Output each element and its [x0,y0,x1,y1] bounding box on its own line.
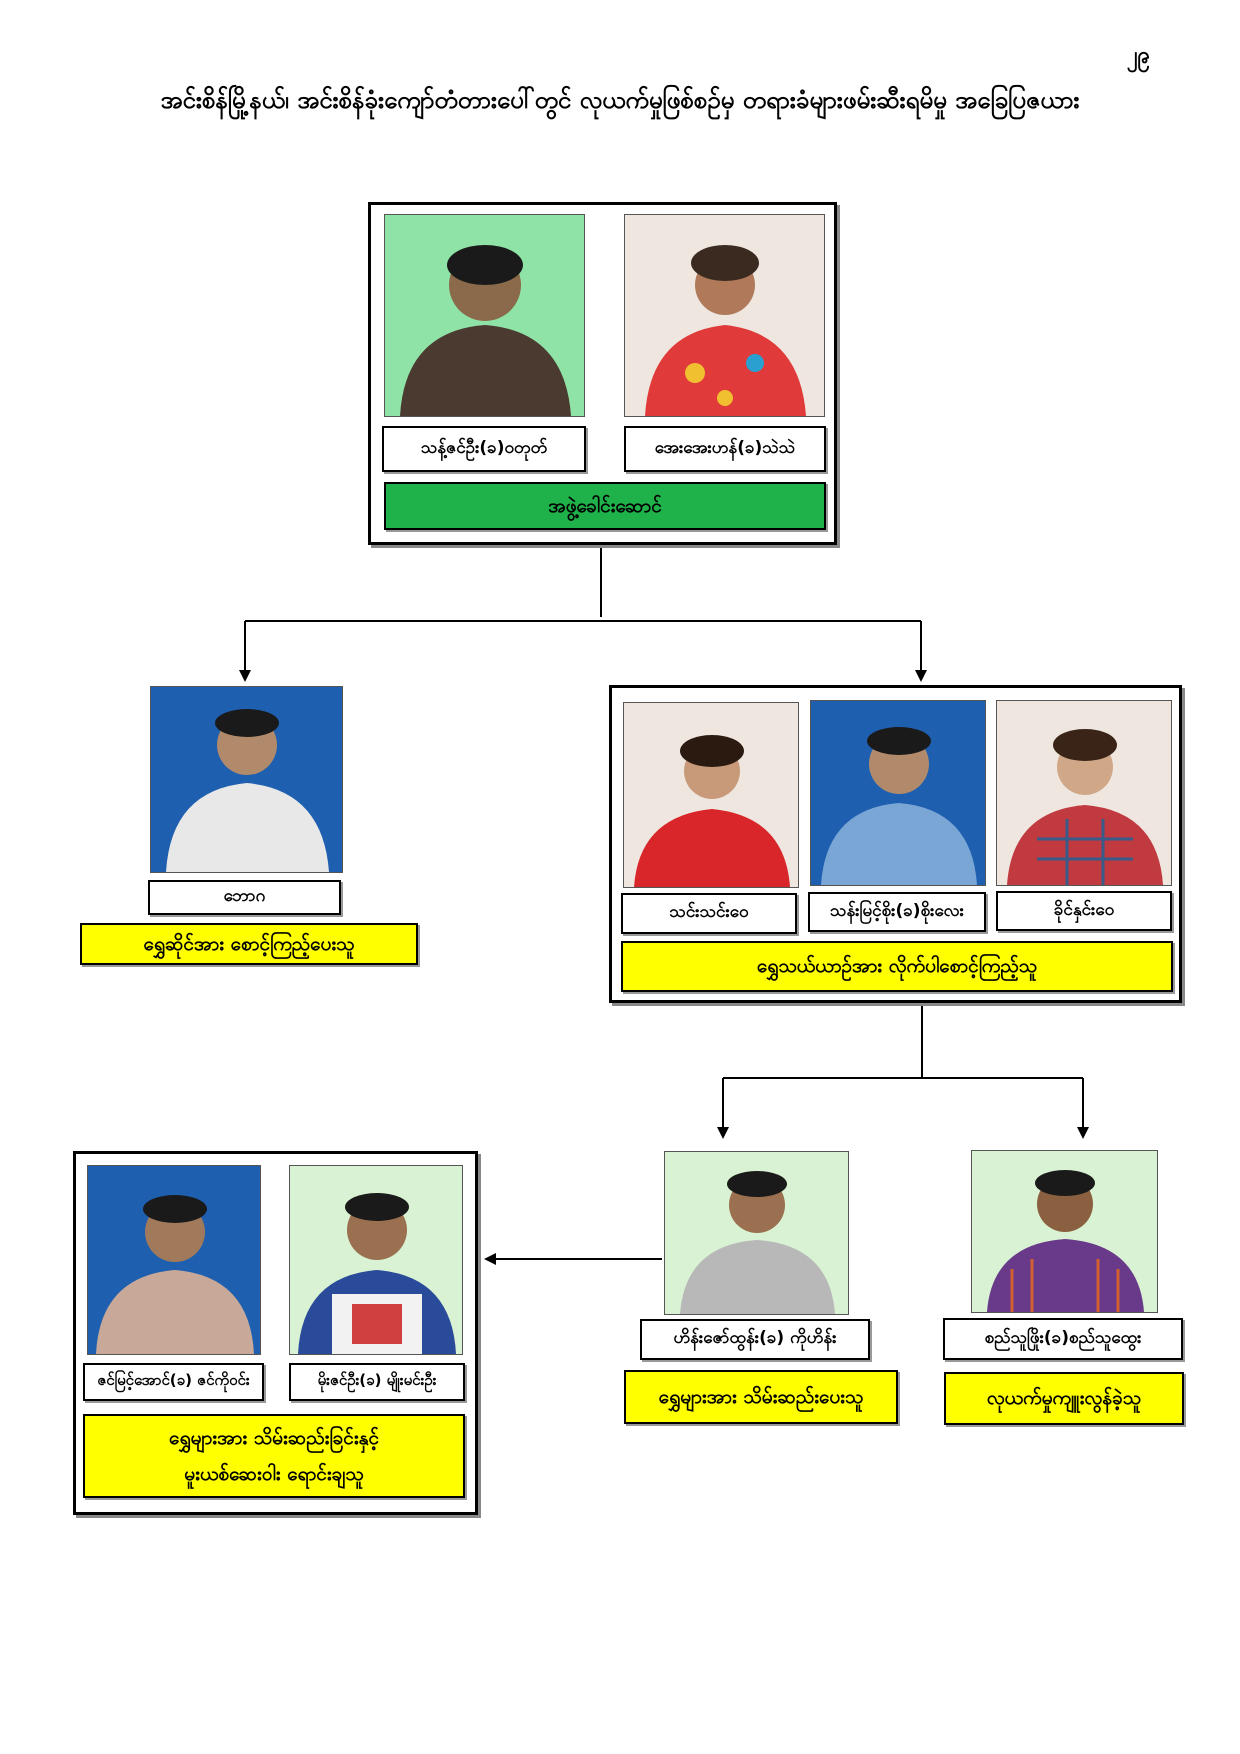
page-number: ၂၉ [1126,43,1150,68]
person-silhouette-icon [821,727,977,885]
keeper-name: ဟိန်းဇော်ထွန်း(ခ) ကိုဟိန်း [640,1319,870,1360]
watch-member-1-name: သင်းသင်းဝေ [621,893,797,934]
person-silhouette-icon [645,245,806,416]
person-silhouette-icon [680,1171,835,1314]
person-silhouette-icon [1007,729,1163,885]
person-silhouette-icon [166,709,329,872]
leader-1-photo [384,214,585,417]
person-silhouette-icon [298,1193,456,1354]
watch-member-2-photo [810,700,986,886]
leader-1-name: သန့်ဇင်ဦး(ခ)ဝတုတ် [382,426,586,472]
robber-role-label: လုယက်မှုကျူးလွန်ခဲ့သူ [944,1372,1184,1425]
watch-group-role-label: ရွှေသယ်ယာဉ်အား လိုက်ပါစောင့်ကြည့်သူ [621,941,1173,992]
person-silhouette-icon [96,1195,254,1354]
left-branch-role-label: ရွှေဆိုင်အား စောင့်ကြည့်ပေးသူ [80,923,418,965]
person-silhouette-icon [400,245,571,416]
watch-member-1-photo [623,702,799,888]
keeper-role-label: ရွှေများအား သိမ်းဆည်းပေးသူ [624,1370,898,1424]
leaders-role-label: အဖွဲ့ခေါင်းဆောင် [384,482,826,530]
left-branch-photo [150,686,343,873]
person-silhouette-icon [634,735,790,887]
leader-2-name: အေးအေးဟန်(ခ)သဲသဲ [624,426,826,472]
robber-name: စည်သူဖြိုး(ခ)စည်သူထွေး [943,1318,1183,1360]
person-silhouette-icon [987,1170,1144,1312]
watch-member-3-photo [996,700,1172,886]
robber-photo [971,1150,1158,1313]
watch-member-3-name: ခိုင်နှင်းဝေ [996,891,1172,931]
watch-member-2-name: သန်းမြင့်စိုး(ခ)စိုးလေး [808,892,986,932]
left-branch-name: ဘောဂ [148,880,341,915]
page-title: အင်းစိန်မြို့နယ်၊ အင်းစိန်ခုံးကျော်တံတား… [160,86,1080,114]
keeper-photo [664,1151,849,1315]
seller-role-line-1: ရွှေများအား သိမ်းဆည်းခြင်းနှင့် [169,1426,379,1449]
seller-role-line-2: မူးယစ်ဆေးဝါး ရောင်းချသူ [184,1463,364,1485]
seller-member-2-photo [289,1165,463,1355]
seller-member-1-photo [87,1165,261,1355]
leader-2-photo [624,214,825,417]
seller-group-role-label: ရွှေများအား သိမ်းဆည်းခြင်းနှင့် မူးယစ်ဆေ… [83,1414,465,1498]
seller-member-1-name: ဇင်မြင့်အောင်(ခ) ဇင်ကိုဝင်း [83,1363,264,1401]
seller-member-2-name: မိုးဇင်ဦး(ခ) မျိုးမင်းဦး [289,1363,465,1401]
